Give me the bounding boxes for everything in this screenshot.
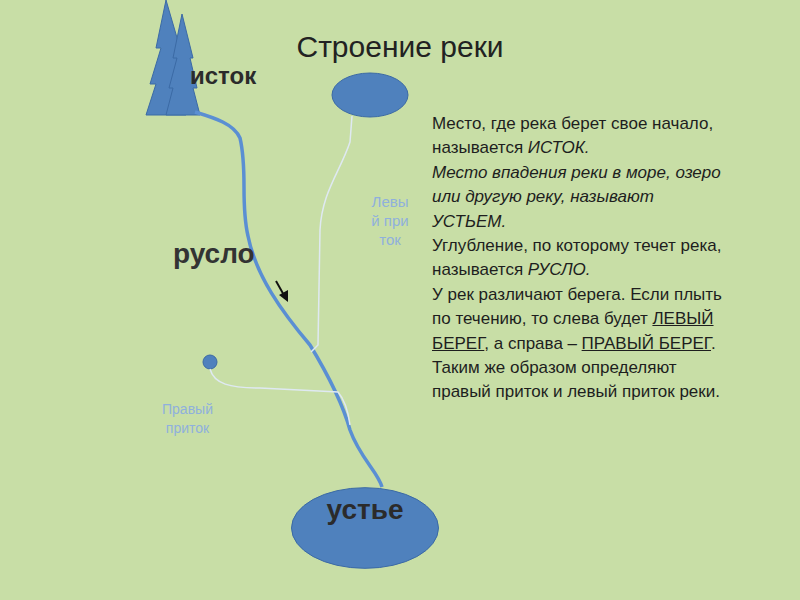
diagram-title: Строение реки [0,30,800,64]
explanation-segment: , а справа – [484,334,577,353]
tributary-right [210,369,350,425]
spring [203,355,217,369]
lake [332,73,408,117]
lake-node: устье [290,486,440,570]
left-tributary-label: Левый приток [368,192,412,249]
tributary-left [311,116,352,352]
river-main [195,112,382,487]
explanation-segment: ИСТОК. [528,138,590,157]
channel-label: русло [173,238,255,270]
explanation-segment: ПРАВЫЙ БЕРЕГ [582,334,711,353]
node-text: устье [290,494,440,526]
explanation-segment: РУСЛО. [528,260,591,279]
source-label: исток [190,62,256,90]
pointer-arrowhead [279,290,288,302]
right-tributary-label: Правый приток [140,400,235,438]
explanation-text: Место, где река берет свое начало, назыв… [432,112,722,405]
explanation-segment: Место впадения реки в море, озеро или др… [432,163,721,231]
